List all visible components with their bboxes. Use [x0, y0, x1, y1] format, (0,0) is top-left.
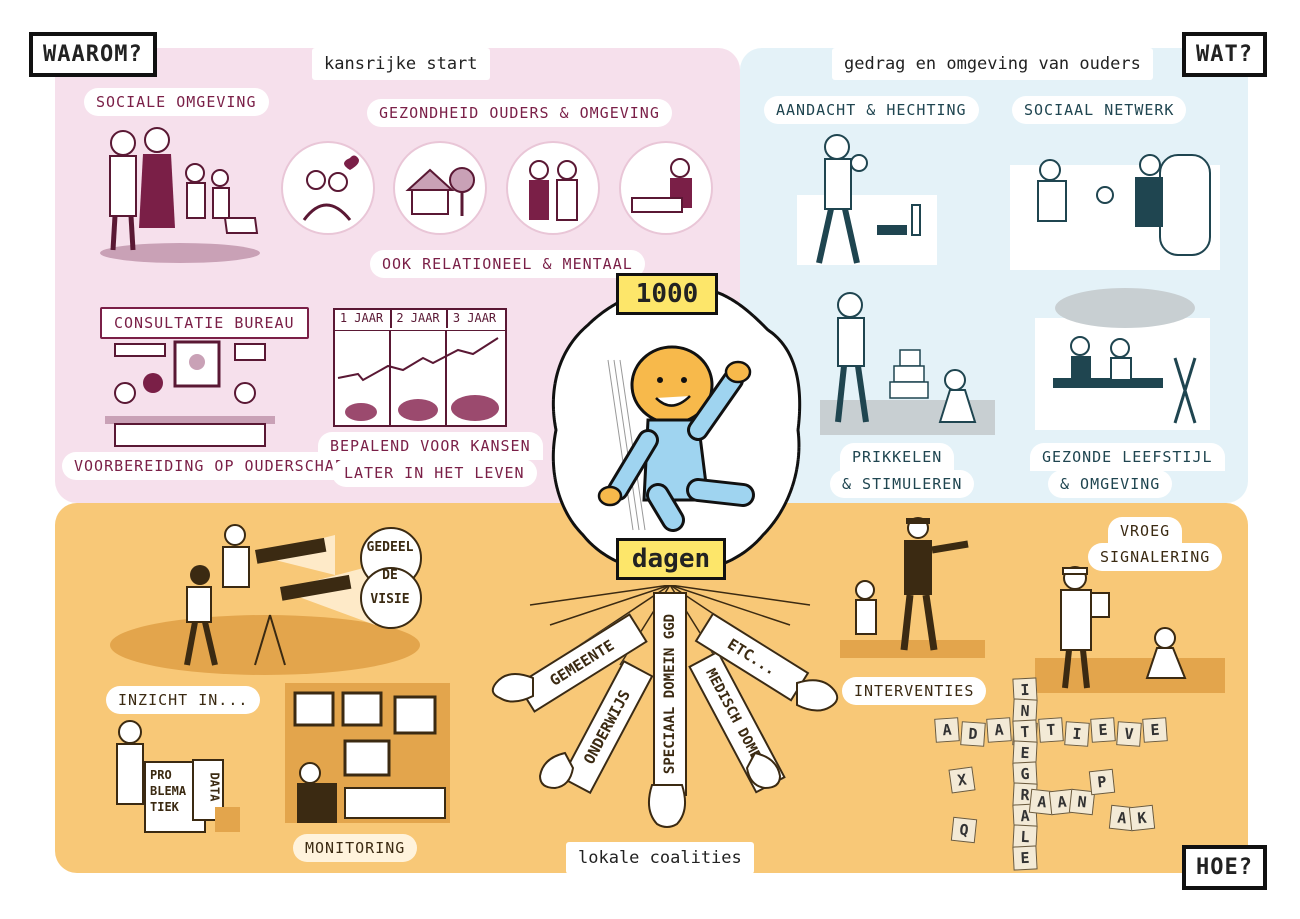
baby-cloud — [551, 286, 802, 573]
house-circle-icon — [393, 141, 487, 235]
blocks-play-illustration — [820, 292, 995, 435]
label-sociale-omgeving: Sociale omgeving — [84, 88, 269, 116]
telescope-vision-illustration — [110, 524, 420, 675]
tile-adaptieve-0: A — [934, 717, 960, 743]
visie-word-3: VISIE — [370, 592, 410, 607]
tile-adaptieve-1: D — [960, 721, 986, 747]
year-label-2: 2 JAAR — [390, 308, 448, 328]
growth-line — [333, 330, 505, 425]
tab-lokale-coalities: lokale coalities — [566, 842, 754, 874]
tab-kansrijke-start: kansrijke start — [312, 48, 490, 80]
father-child-walk-illustration — [797, 134, 937, 265]
tile-adaptieve-8: E — [1142, 717, 1168, 743]
hand-left-icon — [491, 673, 534, 703]
couple-circle-icon — [281, 141, 375, 235]
label-gezonde-1: Gezonde leefstijl — [1030, 443, 1225, 471]
label-vroeg-1: Vroeg — [1108, 517, 1183, 545]
bed-circle-icon — [619, 141, 713, 235]
corner-label-wat: WAT? — [1182, 32, 1267, 77]
badge-dagen: dagen — [616, 538, 726, 580]
hand-bottom-icon — [647, 784, 687, 828]
tile-adaptieve-4: T — [1038, 717, 1064, 743]
problematiek-line-3: TIEK — [150, 800, 179, 814]
arm-speciaal-domein-ggd: SPECIAAL DOMEIN GGD — [653, 592, 687, 796]
hand-lower-right-icon — [745, 751, 782, 790]
label-sociaal-netwerk: Sociaal netwerk — [1012, 96, 1187, 124]
label-inzicht-in: Inzicht in... — [106, 686, 261, 714]
year-label-1: 1 JAAR — [333, 308, 392, 328]
label-interventies: Interventies — [842, 677, 987, 705]
label-prikkelen-1: Prikkelen — [840, 443, 955, 471]
label-gezonde-2: & omgeving — [1048, 470, 1173, 498]
label-gezondheid: Gezondheid ouders & omgeving — [367, 99, 672, 127]
tile-x: X — [948, 766, 976, 794]
hand-lower-left-icon — [538, 751, 575, 790]
tile-adaptieve-6: E — [1090, 717, 1116, 743]
interventies-illustration — [840, 517, 985, 658]
family-illustration — [100, 127, 260, 263]
year-label-3: 3 JAAR — [452, 311, 497, 325]
label-voorbereiding: Voorbereiding op ouderschap — [62, 452, 357, 480]
visie-word-2: DE — [382, 568, 398, 583]
monitoring-illustration — [285, 683, 450, 823]
corner-label-waarom: WAAROM? — [29, 32, 157, 77]
social-network-illustration — [1010, 154, 1220, 270]
hand-right-icon — [796, 679, 839, 712]
tile-aanpak-3: P — [1088, 768, 1116, 796]
visie-word-1: GEDEEL — [366, 540, 414, 555]
tile-aanpak-5: K — [1128, 804, 1156, 832]
problematiek-line-2: BLEMA — [150, 784, 187, 798]
vision-circle-bottom — [360, 567, 422, 629]
label-bepalend-2: later in het leven — [332, 459, 537, 487]
label-vroeg-2: signalering — [1088, 543, 1223, 571]
tile-adaptieve-2: A — [986, 717, 1012, 743]
tile-integrale-8: E — [1012, 845, 1038, 871]
park-bench-illustration — [1035, 288, 1210, 430]
data-label: DATA — [207, 772, 222, 802]
tile-adaptieve-5: I — [1064, 721, 1090, 747]
label-monitoring: Monitoring — [293, 834, 418, 862]
problematiek-line-1: PRO — [150, 768, 172, 782]
data-boxes-illustration — [116, 720, 240, 833]
corner-label-hoe: HOE? — [1182, 845, 1267, 890]
badge-1000: 1000 — [616, 273, 718, 315]
consultation-illustration — [105, 340, 275, 447]
tile-q: Q — [950, 816, 978, 844]
vroeg-signalering-illustration — [1035, 566, 1225, 693]
label-bepalend-1: Bepalend voor kansen — [318, 432, 543, 460]
label-relationeel: Ook relationeel & mentaal — [370, 250, 645, 278]
tile-adaptieve-7: V — [1116, 721, 1142, 747]
label-prikkelen-2: & stimuleren — [830, 470, 975, 498]
label-aandacht-hechting: Aandacht & hechting — [764, 96, 979, 124]
tab-gedrag-omgeving: gedrag en omgeving van ouders — [832, 48, 1153, 80]
parents-baby-circle-icon — [506, 141, 600, 235]
label-consultatie-bureau: Consultatie bureau — [100, 307, 309, 339]
